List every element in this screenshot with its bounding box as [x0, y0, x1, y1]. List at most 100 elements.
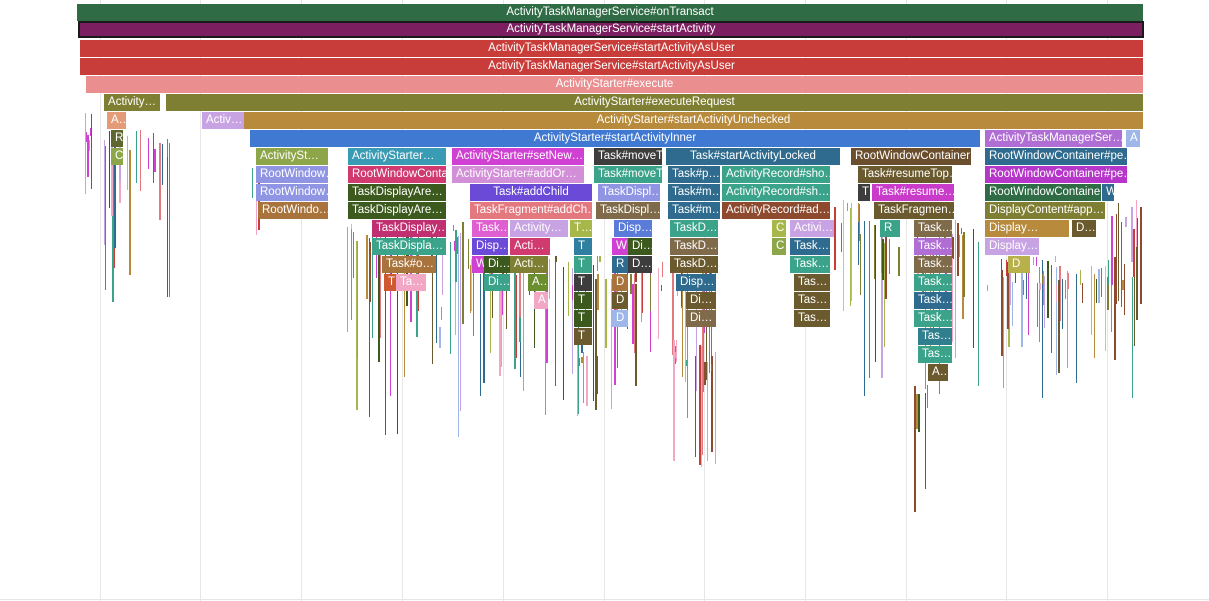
flame-frame[interactable]: Task#m… [668, 202, 720, 219]
flame-frame[interactable]: W [1102, 184, 1114, 201]
flame-frame[interactable]: T [574, 310, 592, 327]
flame-frame[interactable]: ActivityTaskManagerSer… [985, 130, 1122, 147]
flame-frame[interactable]: Task#p… [668, 166, 720, 183]
flame-frame[interactable]: Task#addChild [470, 184, 592, 201]
flame-frame[interactable]: D [612, 274, 628, 291]
flame-frame[interactable]: TaskDispl… [596, 202, 660, 219]
flame-frame[interactable]: TaskDispl… [598, 184, 660, 201]
flame-frame[interactable]: Task… [914, 310, 952, 327]
flame-frame[interactable]: R [612, 256, 628, 273]
flame-frame[interactable]: D… [1072, 220, 1096, 237]
flame-frame[interactable]: Activi… [790, 220, 834, 237]
flame-frame[interactable]: Di… [628, 238, 652, 255]
flame-frame[interactable]: ActivityStarter#execute [86, 76, 1143, 93]
flame-frame[interactable]: A… [528, 274, 548, 291]
flame-frame[interactable]: D [612, 292, 628, 309]
flame-frame[interactable]: T [858, 184, 870, 201]
flame-frame[interactable]: C [111, 148, 123, 165]
flame-frame[interactable]: TaskDisplayAre… [348, 202, 446, 219]
flame-frame[interactable]: D [1008, 256, 1030, 273]
flame-frame[interactable]: W [612, 238, 628, 255]
flame-frame[interactable]: Di… [686, 292, 716, 309]
flame-frame[interactable]: ActivityStarter#startActivityUnchecked [244, 112, 1143, 129]
flame-frame[interactable]: T [574, 256, 592, 273]
flame-frame[interactable]: Task… [914, 238, 952, 255]
flame-frame[interactable]: Task#startActivityLocked [666, 148, 840, 165]
flame-frame[interactable]: Acti… [510, 238, 550, 255]
flame-frame[interactable]: Display… [985, 238, 1039, 255]
flame-frame[interactable]: Tas… [794, 292, 830, 309]
flame-frame[interactable]: Task… [472, 220, 508, 237]
flame-frame[interactable]: ActivityStarter#startActivityInner [250, 130, 980, 147]
flame-frame[interactable]: Task#o… [382, 256, 436, 273]
flame-frame[interactable]: RootWindow… [256, 166, 328, 183]
flame-frame[interactable]: T [574, 238, 592, 255]
flame-frame[interactable]: ActivityRecord#ad… [722, 202, 830, 219]
flame-frame[interactable]: Activity… [510, 220, 568, 237]
flame-frame[interactable]: TaskD… [670, 256, 718, 273]
flame-frame[interactable]: C [772, 238, 786, 255]
flame-frame[interactable]: Activity… [104, 94, 160, 111]
flame-frame[interactable]: ActivityTaskManagerService#startActivity [78, 21, 1144, 38]
flame-frame[interactable]: Task… [914, 256, 952, 273]
flame-frame[interactable]: TaskDisplay… [372, 220, 446, 237]
flame-frame[interactable]: Acti… [510, 256, 548, 273]
flame-frame[interactable]: ActivityStarter… [348, 148, 446, 165]
flame-frame[interactable]: Di… [686, 310, 716, 327]
flame-frame[interactable]: Disp… [614, 220, 652, 237]
flame-frame[interactable]: A [1126, 130, 1140, 147]
flame-frame[interactable]: Di… [484, 256, 510, 273]
flame-frame[interactable]: Tas… [794, 310, 830, 327]
flame-frame[interactable]: ActivityStarter#setNew… [452, 148, 584, 165]
flame-frame[interactable]: T [574, 328, 592, 345]
flame-frame[interactable]: T… [570, 220, 592, 237]
flame-frame[interactable]: Task#resumeTop… [858, 166, 952, 183]
flame-frame[interactable]: RootWindo… [258, 202, 328, 219]
flame-frame[interactable]: TaskDisplayAre… [348, 184, 446, 201]
flame-frame[interactable]: ActivityStarter#addOr… [452, 166, 584, 183]
flame-frame[interactable]: RootWindowContainer#pe… [985, 166, 1127, 183]
flame-frame[interactable]: Activ… [202, 112, 244, 129]
flame-frame[interactable]: RootWindowContainer… [851, 148, 971, 165]
flame-frame[interactable]: A [534, 292, 548, 309]
flame-frame[interactable]: Task… [914, 274, 952, 291]
flame-frame[interactable]: Task#m… [668, 184, 720, 201]
flame-frame[interactable]: TaskD… [670, 220, 718, 237]
flame-frame[interactable]: Tas… [918, 328, 952, 345]
flame-frame[interactable]: T [574, 292, 592, 309]
flame-frame[interactable]: TaskDispla… [372, 238, 446, 255]
flame-frame[interactable]: Task#moveT… [594, 148, 662, 165]
flame-frame[interactable]: ActivityRecord#sho… [722, 166, 830, 183]
flame-frame[interactable]: A… [107, 112, 126, 129]
flame-frame[interactable]: Task… [790, 256, 830, 273]
flame-frame[interactable]: ActivityTaskManagerService#startActivity… [80, 58, 1143, 75]
flame-frame[interactable]: R [880, 220, 900, 237]
flame-frame[interactable]: TaskFragment#addCh… [470, 202, 592, 219]
flame-frame[interactable]: Display… [985, 220, 1069, 237]
flame-frame[interactable]: DisplayContent#app… [985, 202, 1105, 219]
flame-frame[interactable]: T [574, 274, 592, 291]
flame-frame[interactable]: ActivitySt… [256, 148, 328, 165]
flame-frame[interactable]: Tas… [918, 346, 952, 363]
flame-frame[interactable]: T [384, 274, 398, 291]
flame-frame[interactable]: Task… [914, 292, 952, 309]
flame-frame[interactable]: C [772, 220, 786, 237]
flame-frame[interactable]: RootWindow… [256, 184, 328, 201]
flame-frame[interactable]: Ta… [396, 274, 426, 291]
flame-frame[interactable]: ActivityTaskManagerService#onTransact [77, 4, 1143, 21]
flame-frame[interactable]: RootWindowContaine… [985, 184, 1101, 201]
flame-frame[interactable]: Di… [484, 274, 510, 291]
flame-frame[interactable]: Task… [790, 238, 830, 255]
flame-frame[interactable]: D [612, 310, 628, 327]
flame-frame[interactable]: Task#resume… [872, 184, 954, 201]
flame-frame[interactable]: Task#moveT… [594, 166, 662, 183]
flame-frame[interactable]: ActivityTaskManagerService#startActivity… [80, 40, 1143, 57]
flame-frame[interactable]: D… [628, 256, 652, 273]
flame-frame[interactable]: W [472, 256, 484, 273]
flame-frame[interactable]: ActivityRecord#sh… [722, 184, 830, 201]
flame-frame[interactable]: Disp… [676, 274, 716, 291]
flame-frame[interactable]: RootWindowContainer#pe… [985, 148, 1127, 165]
flame-frame[interactable]: Task… [914, 220, 952, 237]
flame-frame[interactable]: ActivityStarter#executeRequest [166, 94, 1143, 111]
flame-frame[interactable]: TaskFragmen… [874, 202, 954, 219]
